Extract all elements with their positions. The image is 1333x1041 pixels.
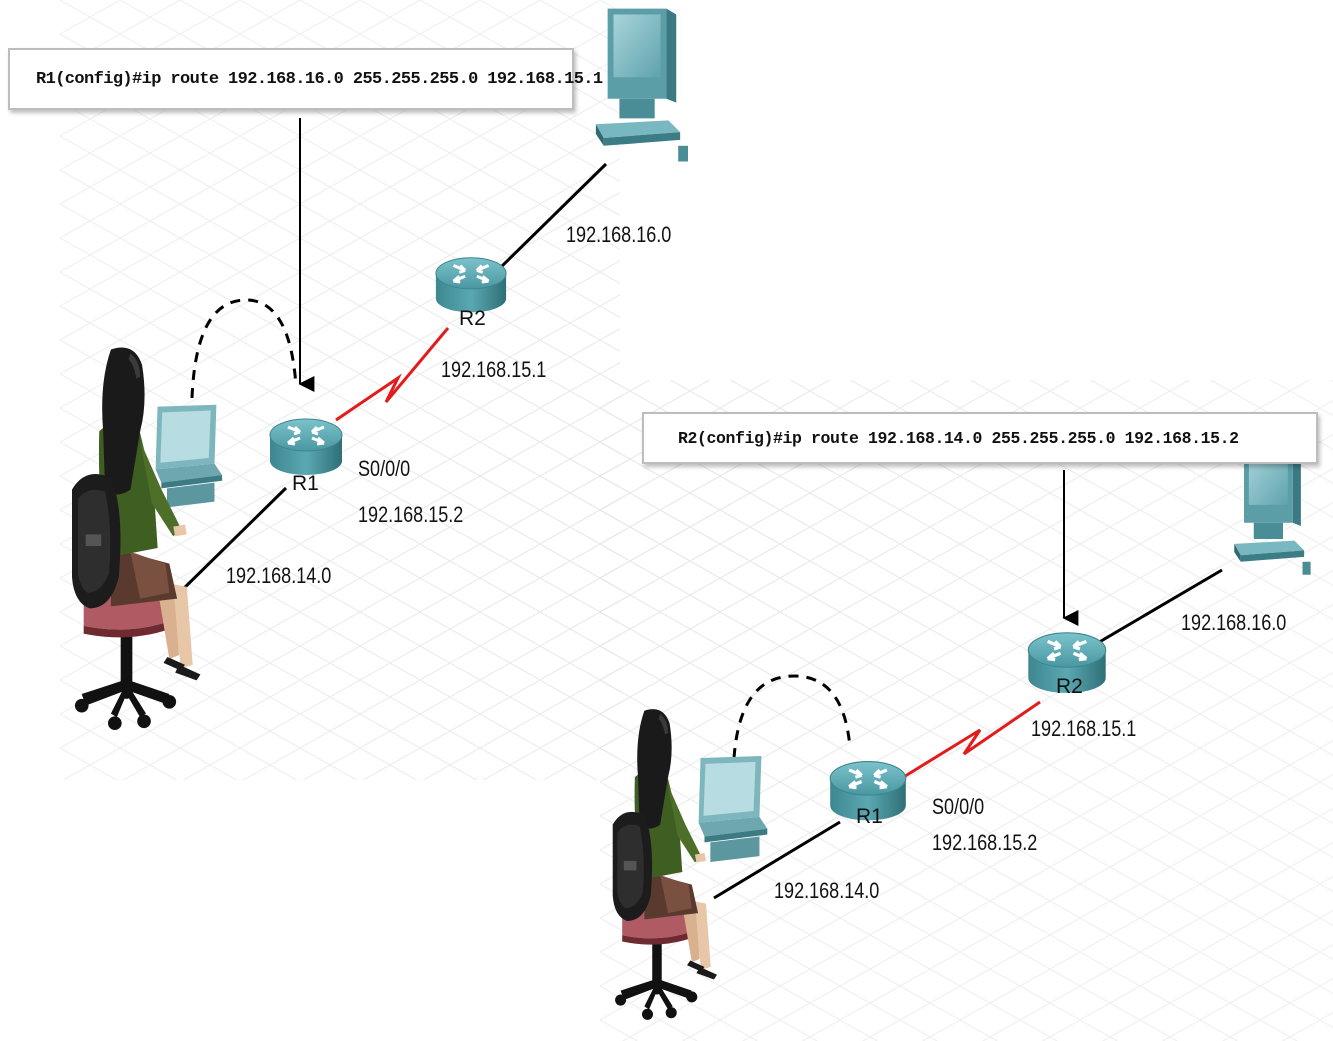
interface-label-r1: S0/0/0: [932, 794, 985, 819]
link-r2-pc: [498, 162, 608, 270]
router-r1-icon: [270, 419, 342, 475]
serial-link: [335, 327, 450, 422]
net-label-r2-lan: 192.168.16.0: [566, 222, 672, 247]
router-r2-label: R2: [1056, 675, 1083, 698]
command-box-r1: R1(config)#ip route 192.168.16.0 255.255…: [8, 48, 603, 110]
link-r1-lan: [174, 486, 288, 598]
serial-link: [901, 700, 1041, 780]
router-r1-label: R1: [292, 472, 319, 495]
command-text-r2: R2(config)#ip route 192.168.14.0 255.255…: [678, 428, 1239, 448]
net-label-r1-lan: 192.168.14.0: [774, 878, 880, 903]
desktop-pc-icon: [1234, 448, 1311, 575]
router-r2-icon: [433, 255, 509, 315]
command-text-r1: R1(config)#ip route 192.168.16.0 255.255…: [36, 69, 603, 89]
command-box-r2: R2(config)#ip route 192.168.14.0 255.255…: [642, 412, 1318, 464]
interface-label-r1: S0/0/0: [358, 456, 411, 481]
console-dashed-arc: [732, 674, 852, 759]
router-r1-label: R1: [856, 805, 883, 828]
net-label-r1-lan: 192.168.14.0: [226, 563, 332, 588]
scenario-1: R2 R1: [72, 8, 688, 731]
desktop-pc-icon: [595, 8, 688, 162]
ip-label-r1-serial: 192.168.15.2: [358, 502, 464, 527]
ip-label-r2-serial: 192.168.15.1: [441, 357, 547, 382]
console-dashed-arc: [190, 298, 298, 399]
link-r1-lan: [713, 820, 841, 900]
router-r2-label: R2: [459, 307, 486, 330]
ip-label-r2-serial: 192.168.15.1: [1031, 716, 1137, 741]
scenario-2: R2 R1: [612, 448, 1311, 1020]
link-r2-pc: [1095, 568, 1223, 646]
net-label-r2-lan: 192.168.16.0: [1181, 610, 1287, 635]
ip-label-r1-serial: 192.168.15.2: [932, 830, 1038, 855]
